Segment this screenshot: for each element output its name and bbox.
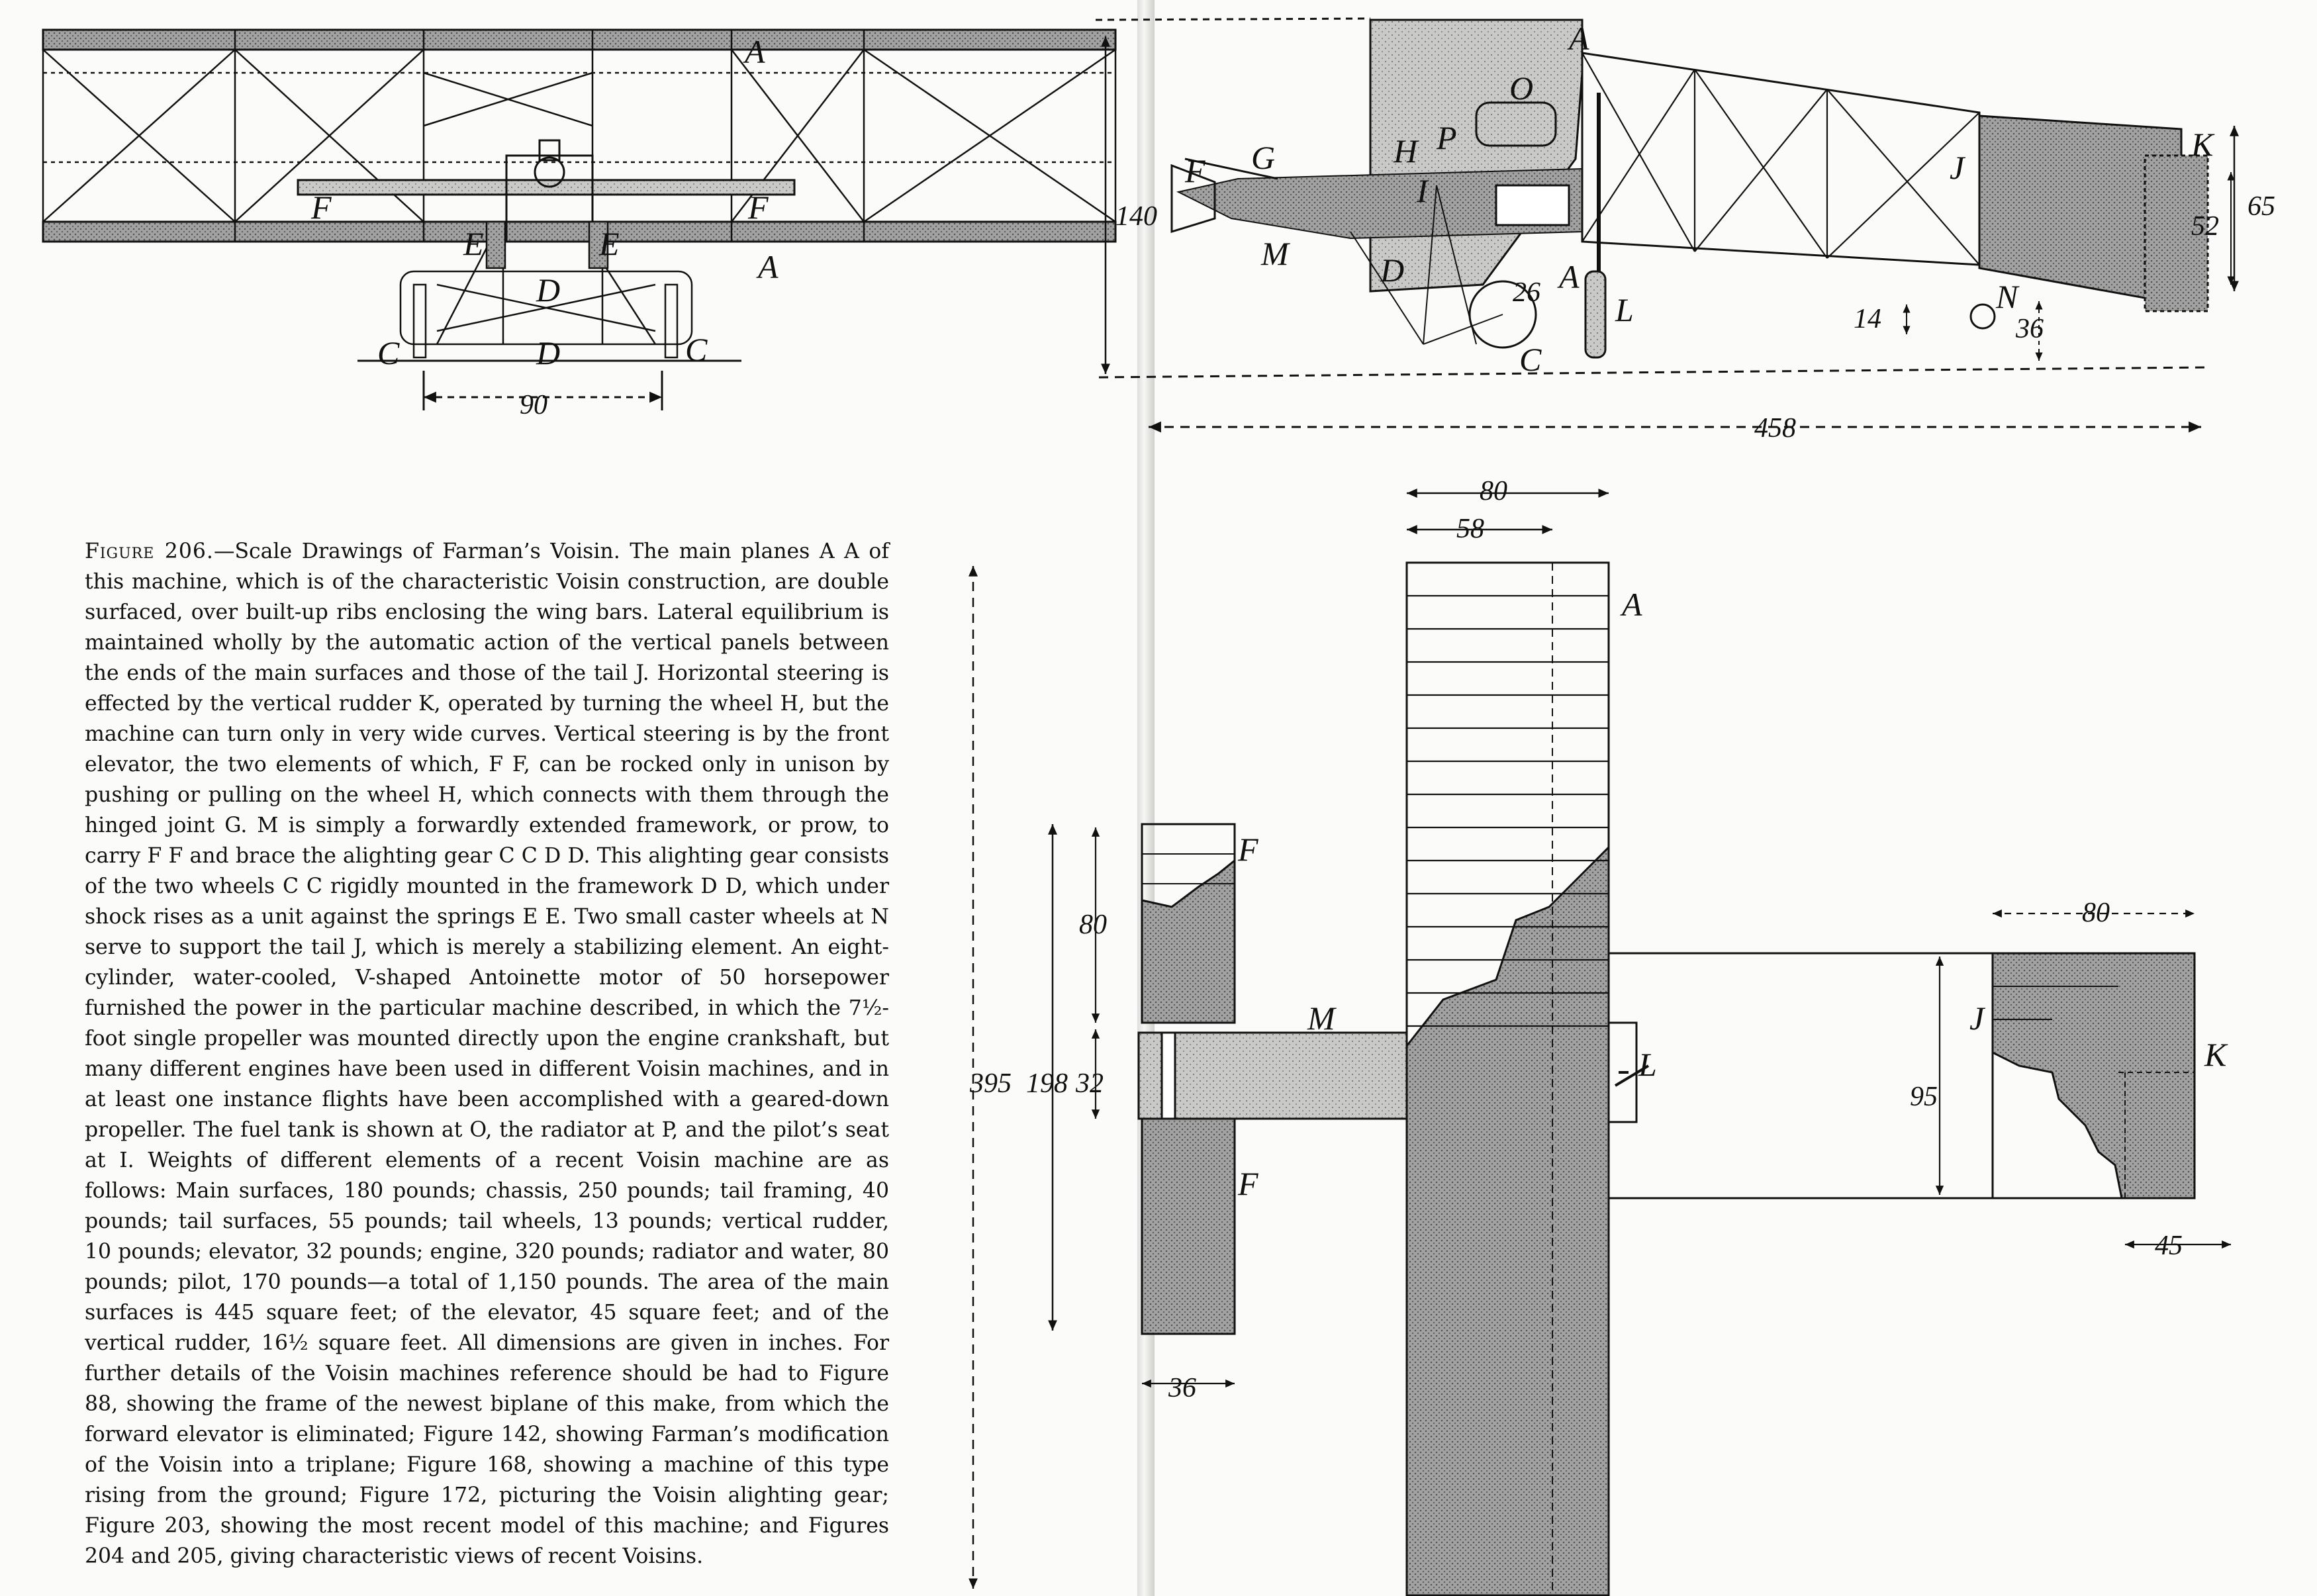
dim-side-wheel: 26 — [1513, 277, 1540, 308]
tail-booms-plan — [1609, 952, 1994, 1199]
dim-plan-elevator-chord: 36 — [1168, 1373, 1196, 1403]
dim-plan-tail-span: 95 — [1910, 1082, 1938, 1112]
wing-fabric-cutaway — [1405, 845, 1610, 1596]
label-side-L: L — [1615, 291, 1634, 328]
label-front-F-left: F — [310, 189, 332, 226]
landing-chassis — [399, 220, 693, 359]
label-plan-M: M — [1307, 1000, 1337, 1037]
dim-side-tail-wheel: 14 — [1854, 304, 1881, 334]
nacelle-plan — [1137, 1031, 1408, 1120]
label-front-A-top: A — [743, 33, 765, 70]
caster-wheel — [1969, 303, 1996, 330]
motor-front — [505, 154, 594, 243]
caption-text: —Scale Drawings of Farman’s Voisin. The … — [85, 540, 890, 1568]
rudder-side — [2144, 154, 2209, 312]
label-front-E-left: E — [463, 225, 484, 262]
dim-side-height: 140 — [1115, 201, 1157, 232]
dim-plan-inner-chord: 58 — [1456, 514, 1484, 544]
dim-side-tail-gap: 52 — [2191, 211, 2219, 242]
dim-plan-inner-span: 198 — [1026, 1068, 1068, 1099]
engine-side — [1495, 184, 1570, 226]
label-side-I: I — [1416, 172, 1429, 209]
figure-caption: Figure 206.—Scale Drawings of Farman’s V… — [85, 536, 889, 1572]
front-view — [42, 28, 1117, 410]
label-plan-F-lower: F — [1237, 1165, 1258, 1202]
label-plan-F-upper: F — [1237, 831, 1258, 868]
label-side-K: K — [2191, 126, 2215, 163]
plan-view-labels: A F F M L J K 80 58 395 198 80 32 36 80 … — [969, 476, 2228, 1403]
dim-plan-chord: 80 — [1480, 476, 1507, 506]
label-side-F: F — [1184, 152, 1206, 189]
wing-ribs — [1407, 594, 1609, 1027]
label-side-P: P — [1436, 119, 1457, 156]
label-front-E-right: E — [598, 225, 620, 262]
label-plan-L: L — [1638, 1046, 1657, 1083]
elevator-hinge — [1160, 1031, 1176, 1120]
label-side-N: N — [1995, 278, 2020, 315]
side-view-labels: A O G H P I F M D A L J K N C 140 458 26… — [1115, 20, 2275, 444]
wing-truss — [42, 30, 1117, 242]
label-side-A-lower: A — [1557, 258, 1580, 295]
side-view — [1095, 17, 2239, 433]
dim-plan-tail-chord: 80 — [2082, 898, 2110, 928]
label-side-D: D — [1380, 252, 1404, 289]
steering-wheel — [534, 156, 565, 188]
propeller-blade — [1584, 270, 1607, 359]
label-side-A-top: A — [1567, 20, 1589, 57]
dim-plan-elevator-gap: 32 — [1075, 1068, 1104, 1099]
label-plan-K: K — [2204, 1036, 2228, 1073]
elevator-lower — [1141, 1117, 1236, 1335]
fuel-tank — [1475, 101, 1557, 147]
plan-view — [969, 489, 2231, 1596]
dim-front-track: 90 — [520, 390, 547, 420]
label-side-G: G — [1251, 139, 1275, 176]
label-front-D-upper: D — [536, 271, 560, 308]
label-front-C-right: C — [685, 331, 708, 368]
label-side-H: H — [1393, 132, 1419, 169]
lower-wing-edge — [42, 220, 1117, 243]
front-elevator — [297, 179, 796, 196]
dim-side-length: 458 — [1754, 413, 1796, 444]
front-view-labels: A A F F E E D D C C 90 — [310, 33, 779, 420]
label-plan-A: A — [1620, 586, 1642, 623]
dim-plan-rudder-chord: 45 — [2155, 1231, 2183, 1261]
upper-wing-edge — [42, 28, 1117, 51]
label-front-F-right: F — [747, 189, 769, 226]
dim-side-tail-height: 65 — [2247, 191, 2275, 222]
label-front-D-lower: D — [536, 334, 560, 371]
label-front-C-left: C — [377, 334, 400, 371]
side-ground-line — [1098, 366, 2205, 379]
label-side-M: M — [1260, 235, 1290, 272]
elevator-side — [1170, 164, 1216, 234]
label-front-A-bottom: A — [756, 248, 779, 285]
dim-side-tail-clearance: 36 — [2015, 314, 2044, 344]
figure-label: Figure 206. — [85, 540, 214, 563]
label-side-J: J — [1950, 149, 1966, 186]
label-side-O: O — [1509, 70, 1533, 107]
label-side-C: C — [1519, 341, 1542, 378]
dim-plan-elevator-span: 80 — [1079, 910, 1107, 940]
label-plan-J: J — [1969, 1000, 1986, 1037]
main-wheel — [1468, 280, 1537, 349]
dim-plan-span: 395 — [969, 1068, 1012, 1099]
